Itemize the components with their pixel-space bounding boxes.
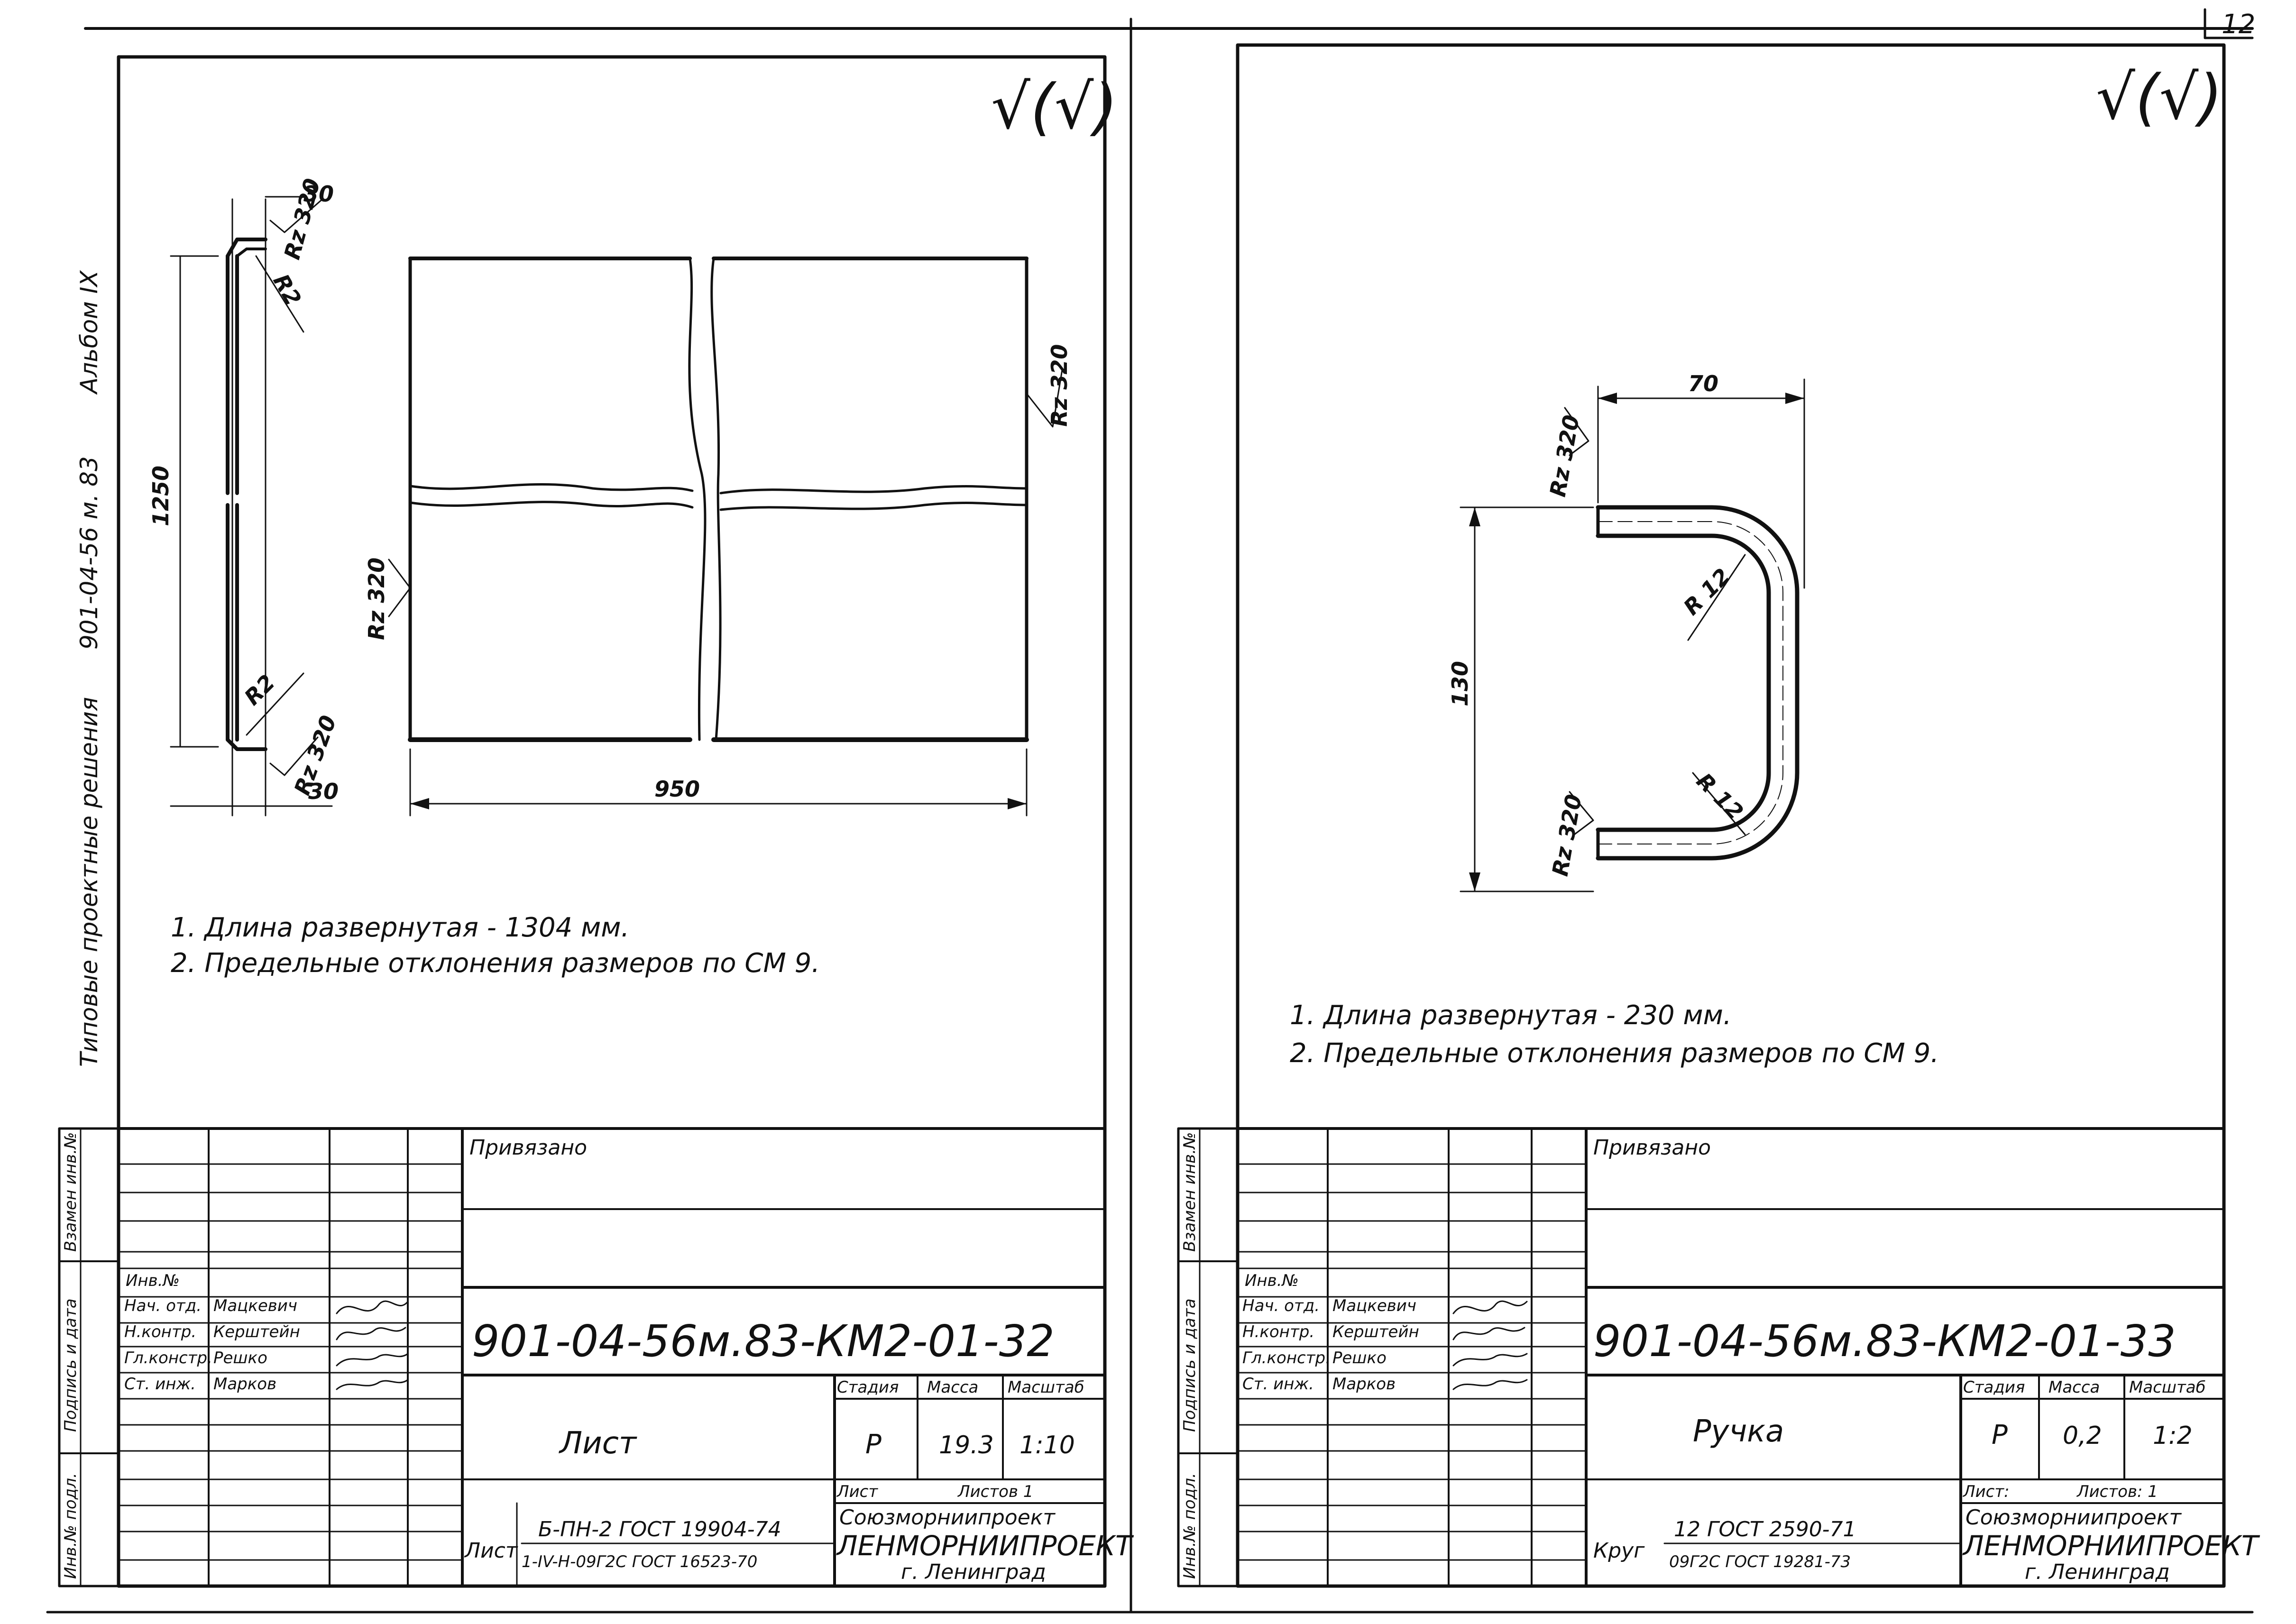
mass-header-left: Масса [927,1378,978,1397]
material-line2-right: 09Г2С ГОСТ 19281-73 [1669,1552,1851,1571]
side-stamp-left: Взамен инв.№ Подпись и дата Инв.№ подл. [58,1127,120,1587]
stamp-left-0: Взамен инв.№ [61,1132,80,1252]
name-left-3: Марков [213,1375,276,1394]
stamp-right-2: Инв.№ подл. [1180,1473,1199,1579]
role-left-1: Н.контр. [124,1322,196,1341]
role-left-2: Гл.констр. [124,1349,212,1367]
rough-right-plate: Rz 320 [1047,344,1072,427]
scale-header-left: Масштаб [1008,1378,1084,1397]
title-block-left: Привязано Инв.№ Нач. отд. Мацкевич Н.кон… [117,1127,1134,1587]
rough-top-left: Rz 320 [279,176,325,262]
org-line3-right: г. Ленинград [2025,1560,2170,1584]
rough-bottom-right: Rz 320 [1547,792,1587,878]
profile-section: 1250 30 30 R2 R2 Rz 320 Rz 320 [148,176,341,817]
signatures-right [1452,1300,1528,1390]
material-label-right: Круг [1593,1539,1645,1563]
surface-mark-left: √(√) [991,71,1118,143]
mass-header-right: Масса [2048,1378,2100,1397]
radius-top-left: R2 [268,270,306,310]
material-line2-left: 1-IV-Н-09Г2С ГОСТ 16523-70 [522,1552,757,1571]
dim-height-right: 130 [1447,661,1473,706]
material-line1-left: Б-ПН-2 ГОСТ 19904-74 [538,1517,781,1541]
mass-right: 0,2 [2063,1422,2102,1450]
org-line1-right: Союзморниипроект [1965,1505,2182,1530]
name-right-2: Решко [1332,1349,1387,1367]
note-right-2: 2. Предельные отклонения размеров по СМ … [1290,1038,1939,1069]
stamp-left-1: Подпись и дата [61,1298,80,1432]
stage-header-left: Стадия [837,1378,899,1397]
dim-width-left: 950 [654,776,700,802]
scale-left: 1:10 [1019,1431,1075,1459]
mass-left: 19.3 [939,1431,994,1459]
item-name-left: Лист [559,1426,637,1461]
name-left-1: Керштейн [213,1322,300,1341]
org-line2-left: ЛЕНМОРНИИПРОЕКТ [836,1530,1134,1562]
bound-label-left: Привязано [469,1136,587,1160]
scale-header-right: Масштаб [2129,1378,2206,1397]
scale-right: 1:2 [2153,1422,2193,1450]
role-left-3: Ст. инж. [124,1375,196,1394]
role-right-2: Гл.констр. [1242,1349,1331,1367]
sheet-left: √(√) 1250 30 30 R2 R2 [58,55,1134,1588]
title-label: Типовые проектные решения [75,697,103,1067]
sheets-label-right: Листов: 1 [2076,1482,2158,1501]
dim-width-right: 70 [1688,371,1718,396]
page-frame [46,8,2254,1614]
note-left-2: 2. Предельные отклонения размеров по СМ … [171,948,820,979]
series-label: 901-04-56 м. 83 [75,456,103,650]
stage-right: Р [1992,1420,2008,1450]
stamp-right-1: Подпись и дата [1180,1298,1199,1432]
dim-flange-bottom: 30 [308,779,339,804]
role-right-0: Нач. отд. [1242,1296,1320,1315]
rough-top-right: Rz 320 [1545,413,1584,499]
dim-height-left: 1250 [148,466,174,526]
margin-labels: Альбом IX 901-04-56 м. 83 Типовые проект… [75,270,103,1067]
sheet-label-right: Лист: [1962,1482,2010,1501]
bound-label-right: Привязано [1593,1136,1711,1160]
plate-view: 950 Rz 320 Rz 320 [364,257,1072,817]
stamp-left-2: Инв.№ подл. [61,1473,80,1579]
material-line1-right: 12 ГОСТ 2590-71 [1674,1517,1856,1541]
rough-left-plate: Rz 320 [364,558,389,640]
org-line1-left: Союзморниипроект [839,1505,1056,1530]
surface-mark-right: √(√) [2096,61,2223,133]
stage-left: Р [865,1429,882,1460]
sheet-left-border [117,55,1107,1588]
sheet-label-left: Лист [836,1482,878,1501]
name-right-0: Мацкевич [1332,1296,1416,1315]
name-right-3: Марков [1332,1375,1396,1394]
stage-header-right: Стадия [1963,1378,2025,1397]
inv-label-left: Инв.№ [126,1271,180,1290]
sheet-right-border [1236,43,2226,1588]
designation-right: 901-04-56м.83-КМ2-01-33 [1593,1316,2176,1367]
radius-bottom-left: R2 [239,670,280,710]
org-line2-right: ЛЕНМОРНИИПРОЕКТ [1962,1530,2260,1562]
item-name-right: Ручка [1693,1414,1784,1449]
name-left-2: Решко [213,1349,267,1367]
role-left-0: Нач. отд. [124,1296,202,1315]
material-label-left: Лист [464,1539,518,1563]
signatures-left [336,1300,409,1390]
role-right-3: Ст. инж. [1242,1375,1314,1394]
designation-left: 901-04-56м.83-КМ2-01-32 [472,1316,1055,1367]
title-block-right: Привязано Инв.№ Нач. отд. Мацкевич Н.кон… [1236,1127,2260,1587]
role-right-1: Н.контр. [1242,1322,1314,1341]
stamp-right-0: Взамен инв.№ [1180,1132,1199,1252]
side-stamp-right: Взамен инв.№ Подпись и дата Инв.№ подл. [1177,1127,1239,1587]
page-number: 12 [2222,9,2255,40]
sheet-right: √(√) 70 130 R 12 R 12 [1177,43,2260,1588]
album-label: Альбом IX [75,270,103,395]
radius-bottom-right: R 12 [1691,768,1748,825]
name-right-1: Керштейн [1332,1322,1419,1341]
inv-label-right: Инв.№ [1245,1271,1299,1290]
sheets-label-left: Листов 1 [957,1482,1033,1501]
handle-view: 70 130 R 12 R 12 Rz 320 Rz 320 [1447,371,1805,892]
org-line3-left: г. Ленинград [901,1560,1046,1584]
note-right-1: 1. Длина развернутая - 230 мм. [1290,1000,1732,1031]
note-left-1: 1. Длина развернутая - 1304 мм. [171,912,629,943]
name-left-0: Мацкевич [213,1296,297,1315]
